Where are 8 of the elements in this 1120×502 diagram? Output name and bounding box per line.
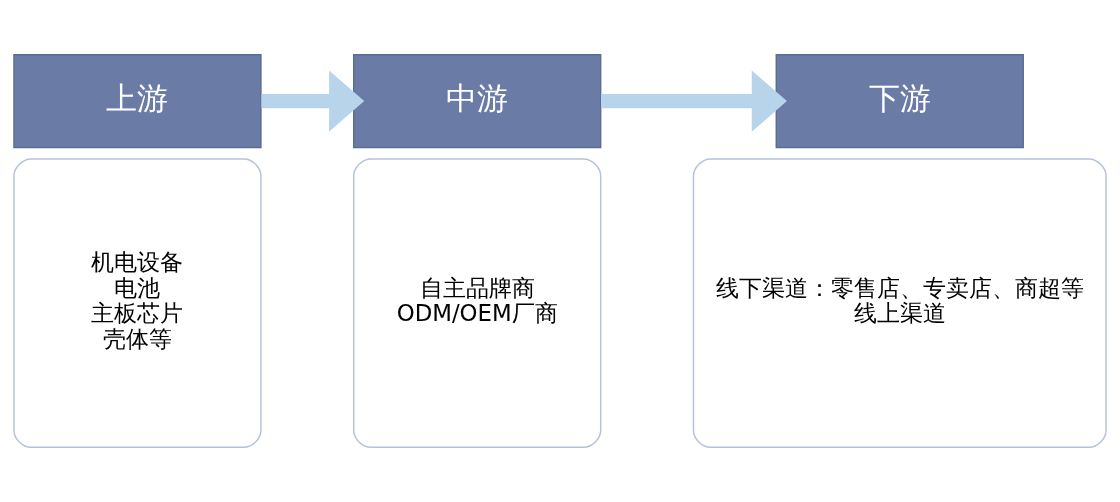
node-box: 机电设备 电池 主板芯片 壳体等 bbox=[13, 158, 262, 448]
node-box: 自主品牌商 ODM/OEM厂商 bbox=[353, 158, 602, 448]
node-box: 线下渠道：零售店、专卖店、商超等 线上渠道 bbox=[692, 158, 1107, 448]
arrow bbox=[601, 70, 787, 132]
arrow bbox=[261, 70, 365, 132]
node-box: 下游 bbox=[775, 54, 1024, 149]
node-box: 中游 bbox=[353, 54, 602, 149]
node-box: 上游 bbox=[13, 54, 262, 149]
